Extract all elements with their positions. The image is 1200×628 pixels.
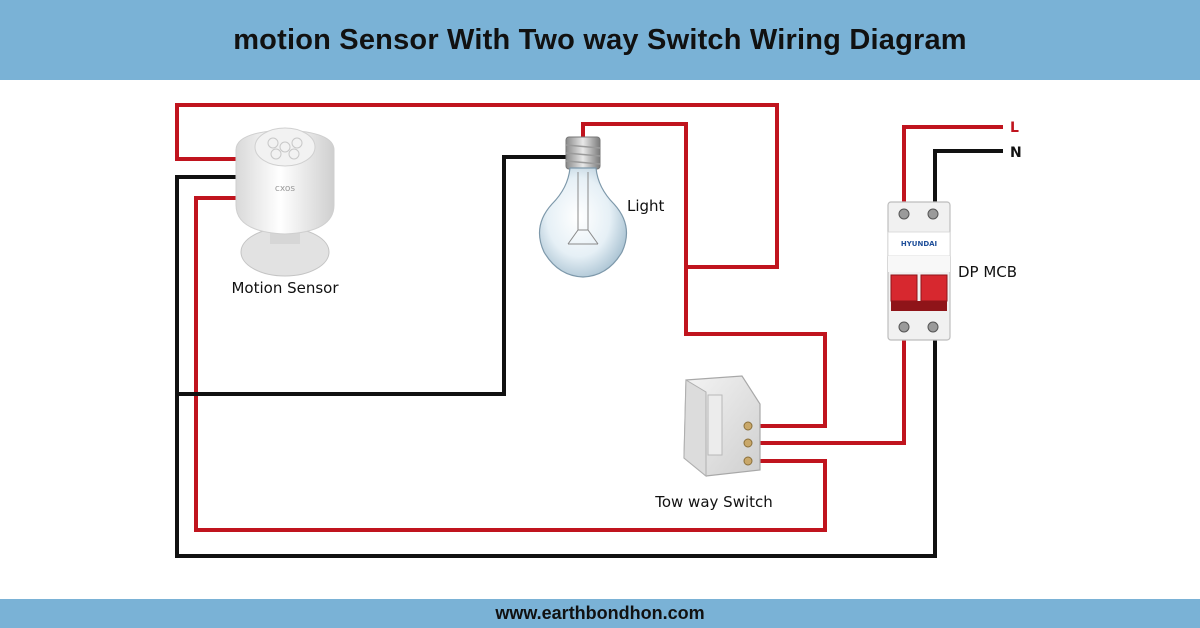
light-bulb (538, 136, 628, 278)
wire-mcb-to-switch (755, 335, 906, 445)
sensor-dome (254, 127, 316, 167)
wiring-diagram: cxos Motion Sensor Light (175, 103, 1022, 558)
page-title: motion Sensor With Two way Switch Wiring… (233, 23, 967, 56)
switch-label: Tow way Switch (654, 493, 773, 511)
mcb-terminals (898, 208, 939, 333)
wire-neutral-supply (933, 149, 1003, 205)
bulb-glass (538, 167, 628, 278)
wire-neutral-return (175, 335, 937, 558)
header-banner: motion Sensor With Two way Switch Wiring… (0, 0, 1200, 80)
footer-banner: www.earthbondhon.com (0, 599, 1200, 628)
mcb-brand-mark: HYUNDAI (901, 240, 937, 248)
mcb-toggle-right (920, 274, 948, 302)
motion-sensor: cxos (235, 127, 335, 277)
sensor-brand-mark: cxos (275, 184, 296, 194)
wire-light-to-junction (581, 122, 688, 267)
live-wires (175, 103, 1003, 532)
wire-live-supply (902, 125, 1003, 205)
neutral-wires (175, 149, 1003, 558)
dp-mcb: HYUNDAI (887, 201, 951, 341)
switch-terminals (743, 421, 753, 466)
wire-sensor-out-to-switch (194, 196, 827, 532)
two-way-switch (683, 375, 761, 478)
website-url: www.earthbondhon.com (495, 603, 705, 623)
wire-sensor-to-switch-top (175, 103, 827, 428)
mcb-toggle-left (890, 274, 918, 302)
live-label: L (1010, 120, 1019, 136)
bulb-filament (567, 172, 599, 245)
wire-light-neutral (175, 155, 567, 396)
motion-sensor-label: Motion Sensor (231, 279, 339, 297)
mcb-label: DP MCB (958, 263, 1017, 281)
switch-rocker (707, 394, 723, 456)
light-label: Light (627, 197, 665, 215)
neutral-label: N (1010, 145, 1022, 161)
